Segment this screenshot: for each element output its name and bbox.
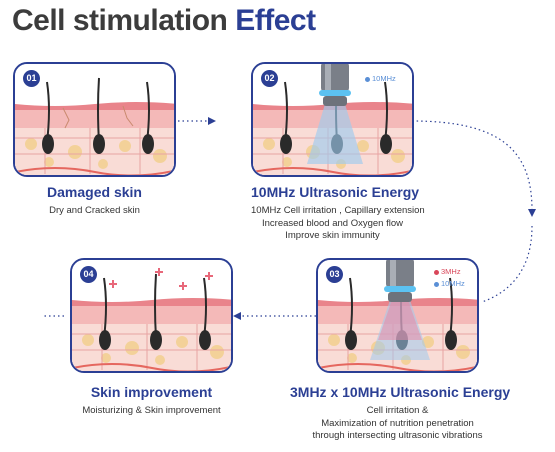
ultrasonic-skin-illustration xyxy=(253,64,412,175)
step-title: Skin improvement xyxy=(90,384,213,400)
step-card-2: 02 10MHz xyxy=(251,62,414,177)
description-line: 10MHz Cell irritation , Capillary extens… xyxy=(251,205,425,216)
legend-label-10mhz: 10MHz xyxy=(441,279,465,288)
title-main: Cell stimulation xyxy=(12,4,228,37)
frequency-legend: 3MHz 10MHz xyxy=(434,266,465,290)
ultrasonic-wave-beam-red xyxy=(378,300,422,340)
description-line: Improve skin immunity xyxy=(285,230,380,241)
description-line: through intersecting ultrasonic vibratio… xyxy=(312,430,483,441)
legend-label-3mhz: 3MHz xyxy=(441,267,461,276)
improved-skin-illustration xyxy=(72,260,231,371)
improvement-plus-icons xyxy=(109,268,213,290)
legend-label-10mhz: 10MHz xyxy=(372,74,396,83)
arrow-head-1 xyxy=(208,117,216,125)
step-card-1: 01 xyxy=(13,62,176,177)
step-description: Cell irritation & Maximization of nutrit… xyxy=(290,405,505,443)
step-title: 3MHz x 10MHz Ultrasonic Energy xyxy=(290,384,511,400)
description-line: Dry and Cracked skin xyxy=(49,205,140,216)
step-title: 10MHz Ultrasonic Energy xyxy=(251,184,420,200)
step-description: 10MHz Cell irritation , Capillary extens… xyxy=(251,205,425,243)
ultrasonic-device-icon xyxy=(319,64,351,106)
frequency-legend: 10MHz xyxy=(365,74,396,83)
step-title: Damaged skin xyxy=(47,184,142,200)
page-title: Cell stimulation Effect xyxy=(12,4,316,38)
step-number-badge: 04 xyxy=(80,266,97,283)
title-accent: Effect xyxy=(235,4,316,37)
step-number-badge: 01 xyxy=(23,70,40,87)
ultrasonic-wave-beam xyxy=(307,104,363,164)
step-number-badge: 02 xyxy=(261,70,278,87)
step-description: Moisturizing & Skin improvement xyxy=(70,405,233,418)
arrow-head-2 xyxy=(528,209,536,217)
damaged-skin-illustration xyxy=(15,64,174,175)
step-number-badge: 03 xyxy=(326,266,343,283)
arrow-head-3 xyxy=(233,312,241,320)
dual-ultrasonic-skin-illustration xyxy=(318,260,477,371)
description-line: Cell irritation & xyxy=(366,405,429,416)
step-card-4: 04 xyxy=(70,258,233,373)
step-description: Dry and Cracked skin xyxy=(13,205,176,218)
step-card-3: 03 3MHz 10MHz xyxy=(316,258,479,373)
description-line: Moisturizing & Skin improvement xyxy=(82,405,221,416)
description-line: Increased blood and Oxygen flow xyxy=(261,217,403,229)
description-line: Maximization of nutrition penetration xyxy=(321,417,474,429)
ultrasonic-device-icon xyxy=(384,260,416,302)
